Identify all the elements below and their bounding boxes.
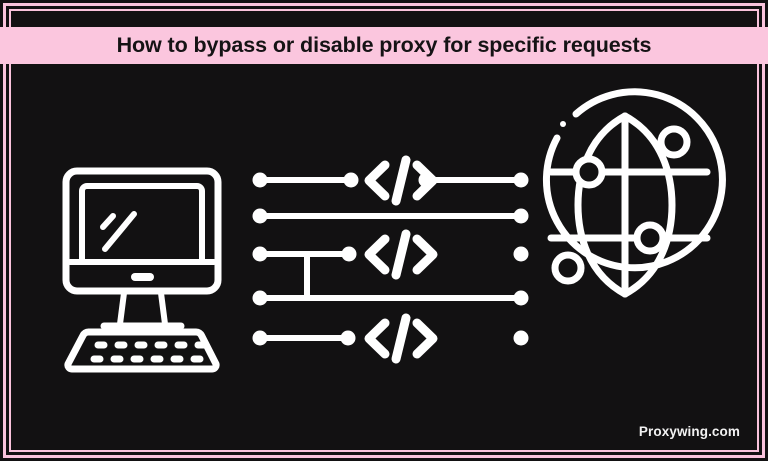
connection-node xyxy=(252,330,268,346)
connection-node xyxy=(252,246,268,262)
globe-meridian-curve-icon xyxy=(621,112,676,298)
connection-node xyxy=(252,208,268,224)
code-symbols-group xyxy=(364,155,438,364)
globe-outline-tick-icon xyxy=(560,121,566,127)
connection-row-1 xyxy=(252,172,529,188)
globe-node xyxy=(572,155,606,189)
connection-node xyxy=(513,172,529,188)
code-symbol-icon xyxy=(364,155,438,206)
connection-node xyxy=(252,290,268,306)
screen-shine-long-icon xyxy=(102,211,137,252)
keyboard-icon xyxy=(64,328,220,373)
connection-node xyxy=(340,330,356,346)
connection-node xyxy=(341,246,357,262)
desktop-computer-icon xyxy=(62,167,222,373)
globe-network-icon xyxy=(543,88,726,298)
connection-node xyxy=(513,290,529,306)
page-title: How to bypass or disable proxy for speci… xyxy=(116,32,652,57)
title-banner: How to bypass or disable proxy for speci… xyxy=(0,27,768,64)
network-connection-lines xyxy=(252,172,529,346)
connection-node xyxy=(513,330,529,346)
connection-row-3 xyxy=(252,246,529,301)
connection-node xyxy=(513,246,529,262)
connection-row-4 xyxy=(252,290,529,306)
globe-nodes-group xyxy=(551,125,691,285)
code-symbol-icon xyxy=(364,313,438,364)
monitor-screen-icon xyxy=(79,183,205,264)
connection-node xyxy=(343,172,359,188)
monitor-stand-neck-icon xyxy=(117,290,168,327)
globe-node xyxy=(657,125,691,159)
screen-shine-short-icon xyxy=(100,213,116,230)
globe-meridian-curve-icon xyxy=(574,112,629,298)
illustration-area xyxy=(0,64,768,461)
connection-row-2 xyxy=(252,208,529,224)
connection-node xyxy=(513,208,529,224)
globe-outline-icon xyxy=(543,88,726,272)
monitor-bezel-icon xyxy=(62,167,222,295)
connection-node xyxy=(252,172,268,188)
illustration-svg xyxy=(62,88,726,373)
globe-node xyxy=(551,251,585,285)
globe-node xyxy=(633,221,667,255)
code-symbol-icon xyxy=(364,229,438,280)
connection-row-5 xyxy=(252,330,529,346)
watermark-label: Proxywing.com xyxy=(638,424,740,439)
